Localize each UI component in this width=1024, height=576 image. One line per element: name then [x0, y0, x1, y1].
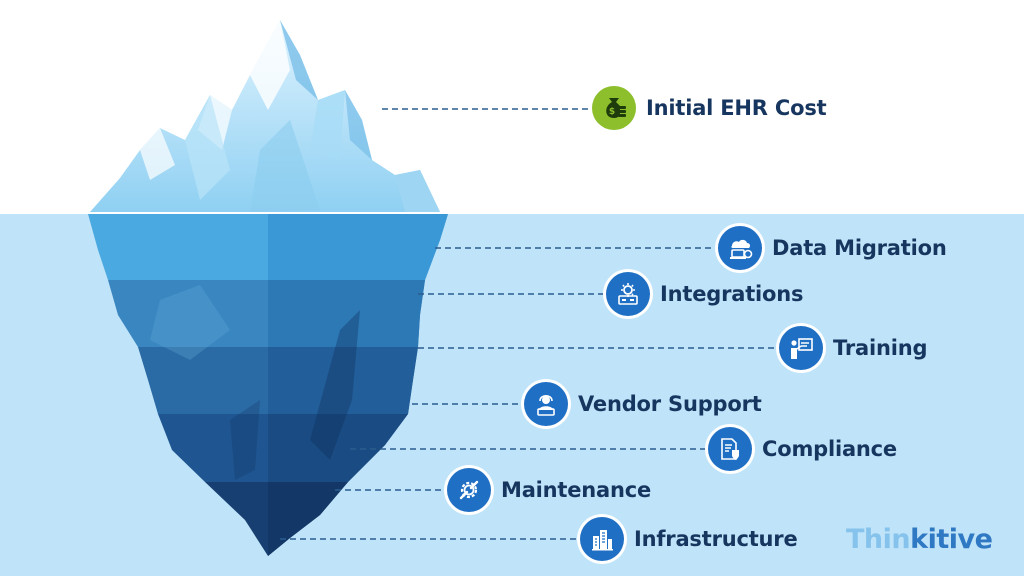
brand-part-2: kitive	[910, 524, 993, 555]
presentation-icon	[791, 338, 813, 359]
document-shield-badge	[708, 427, 752, 471]
label-initial-ehr-cost: $ Initial EHR Cost	[592, 86, 827, 130]
svg-text:$: $	[609, 107, 615, 117]
label-data-migration: Data Migration	[718, 226, 947, 270]
label-infrastructure: Infrastructure	[580, 517, 798, 561]
initial-ehr-cost-label: Initial EHR Cost	[646, 96, 827, 120]
label-training: Training	[779, 326, 927, 370]
iceberg-underwater	[88, 214, 448, 556]
money-bag-badge: $	[592, 86, 636, 130]
label-vendor-support: Vendor Support	[524, 382, 762, 426]
presentation-badge	[779, 326, 823, 370]
cloud-laptop-badge	[718, 226, 762, 270]
support-agent-icon	[537, 394, 555, 416]
data-migration-label: Data Migration	[772, 236, 947, 260]
infrastructure-label: Infrastructure	[634, 527, 798, 551]
label-maintenance: Maintenance	[447, 468, 651, 512]
brand-part-1: Thin	[846, 524, 911, 555]
thinkitive-logo: Thinkitive	[846, 524, 993, 555]
buildings-badge	[580, 517, 624, 561]
buildings-icon	[592, 530, 613, 551]
training-label: Training	[833, 336, 928, 360]
chip-gear-icon	[618, 283, 638, 305]
maintenance-label: Maintenance	[501, 478, 652, 502]
document-shield-icon	[721, 438, 739, 460]
vendor-support-label: Vendor Support	[578, 392, 762, 416]
label-integrations: Integrations	[606, 272, 804, 316]
integrations-label: Integrations	[660, 282, 804, 306]
money-bag-icon: $	[606, 98, 626, 118]
compliance-label: Compliance	[762, 437, 897, 461]
wrench-gear-icon	[459, 480, 479, 500]
chip-gear-badge	[606, 272, 650, 316]
iceberg-tip	[90, 20, 440, 212]
wrench-gear-badge	[447, 468, 491, 512]
cloud-laptop-icon	[730, 239, 753, 259]
label-compliance: Compliance	[708, 427, 897, 471]
support-agent-badge	[524, 382, 568, 426]
connector-lines	[280, 108, 779, 540]
